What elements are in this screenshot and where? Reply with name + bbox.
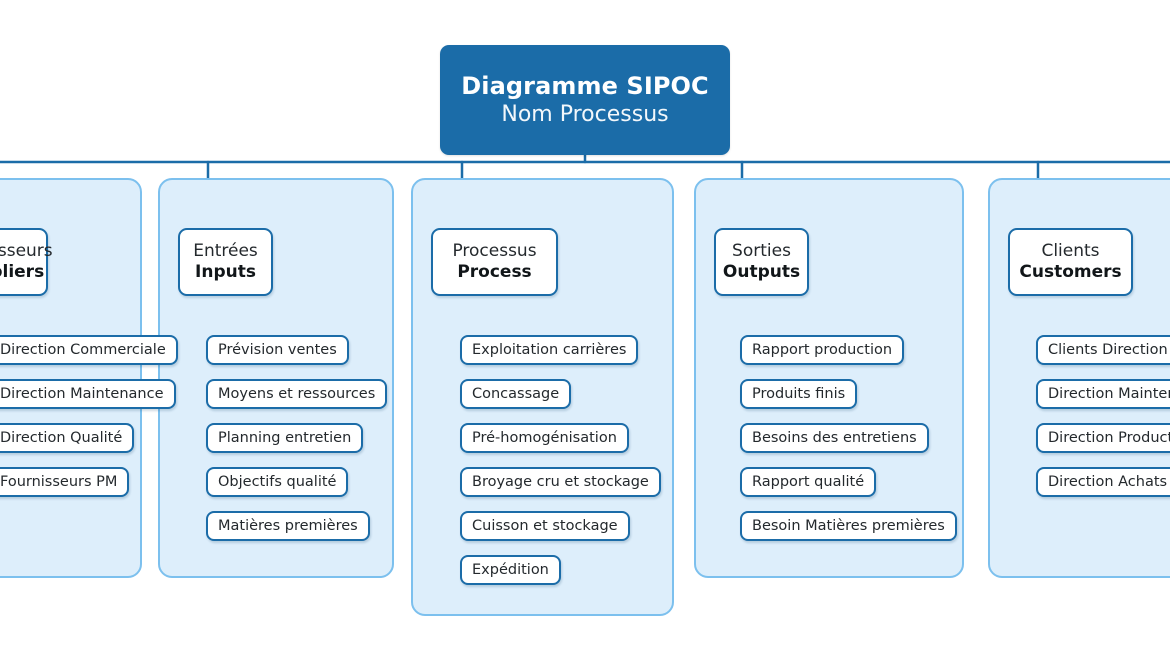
column-header-outputs[interactable]: Sorties Outputs (714, 228, 809, 296)
item-chip[interactable]: Direction Achats (1036, 467, 1170, 497)
column-header-outputs-en: Outputs (722, 262, 801, 282)
item-chip[interactable]: Objectifs qualité (206, 467, 349, 497)
item-chip[interactable]: Exploitation carrières (460, 335, 639, 365)
item-chip[interactable]: Produits finis (740, 379, 858, 409)
column-header-customers[interactable]: Clients Customers (1008, 228, 1133, 296)
item-chip[interactable]: Concassage (460, 379, 572, 409)
item-chip[interactable]: Direction Qualité (0, 423, 135, 453)
column-header-outputs-fr: Sorties (732, 240, 791, 261)
item-chip[interactable]: Moyens et ressources (206, 379, 388, 409)
column-header-inputs[interactable]: Entrées Inputs (178, 228, 273, 296)
item-chip[interactable]: Matières premières (206, 511, 370, 541)
diagram-subtitle: Nom Processus (501, 101, 669, 127)
item-chip[interactable]: Besoin Matières premières (740, 511, 957, 541)
column-header-process[interactable]: Processus Process (431, 228, 558, 296)
column-header-inputs-en: Inputs (195, 262, 256, 282)
item-chip[interactable]: Direction Production (1036, 423, 1170, 453)
item-chip[interactable]: Clients Direction commerciale (1036, 335, 1170, 365)
diagram-title-card: Diagramme SIPOC Nom Processus (440, 45, 730, 155)
item-chip[interactable]: Direction Maintenance (1036, 379, 1170, 409)
item-chip[interactable]: Planning entretien (206, 423, 364, 453)
item-chip[interactable]: Direction Maintenance (0, 379, 176, 409)
item-chip[interactable]: Expédition (460, 555, 561, 585)
item-chip[interactable]: Rapport qualité (740, 467, 877, 497)
item-chip[interactable]: Besoins des entretiens (740, 423, 929, 453)
item-chip[interactable]: Prévision ventes (206, 335, 349, 365)
item-chip[interactable]: Broyage cru et stockage (460, 467, 661, 497)
diagram-title: Diagramme SIPOC (461, 71, 709, 100)
column-header-suppliers-en: Suppliers (0, 262, 45, 282)
item-chip[interactable]: Fournisseurs PM (0, 467, 130, 497)
item-chip[interactable]: Direction Commerciale (0, 335, 178, 365)
item-chip[interactable]: Rapport production (740, 335, 905, 365)
column-header-customers-fr: Clients (1041, 240, 1100, 261)
column-header-suppliers-fr: Fournisseurs (0, 240, 53, 261)
column-header-inputs-fr: Entrées (193, 240, 258, 261)
column-header-process-fr: Processus (452, 240, 537, 261)
item-chip[interactable]: Pré-homogénisation (460, 423, 629, 453)
column-header-customers-en: Customers (1019, 262, 1122, 282)
column-header-process-en: Process (457, 262, 532, 282)
item-chip[interactable]: Cuisson et stockage (460, 511, 630, 541)
column-header-suppliers[interactable]: Fournisseurs Suppliers (0, 228, 53, 296)
